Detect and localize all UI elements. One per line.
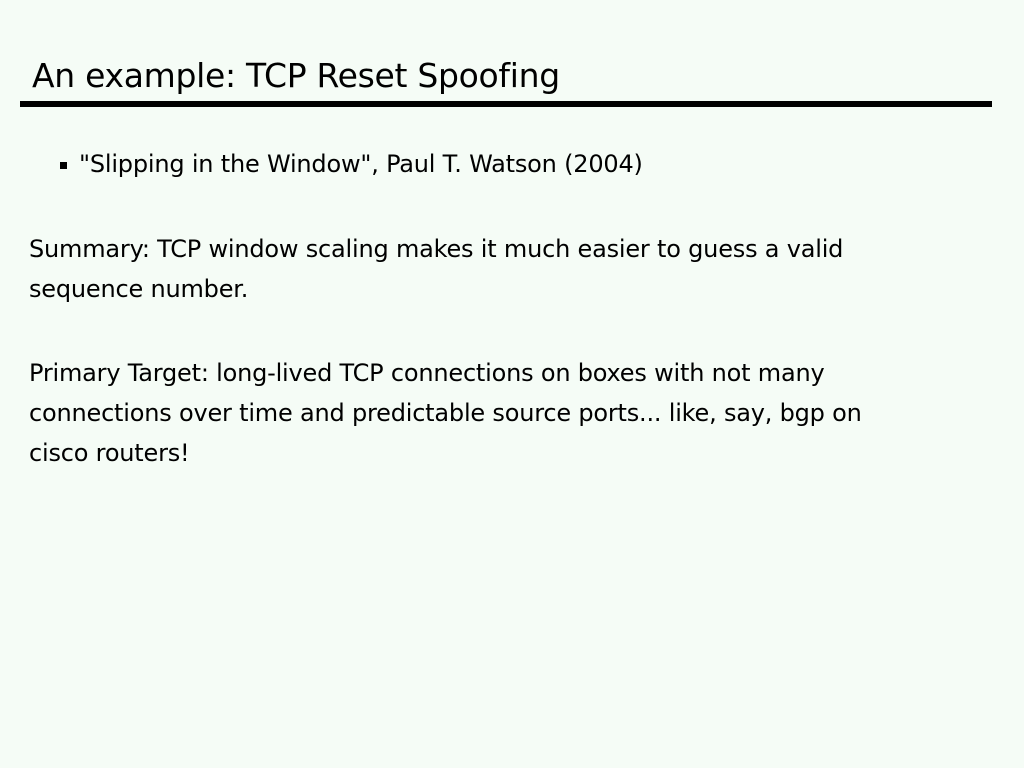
bullet-list: "Slipping in the Window", Paul T. Watson…	[60, 146, 643, 182]
slide-title: An example: TCP Reset Spoofing	[32, 56, 560, 95]
primary-target-paragraph: Primary Target: long-lived TCP connectio…	[29, 353, 989, 473]
bullet-item-reference: "Slipping in the Window", Paul T. Watson…	[60, 146, 643, 182]
bullet-text: "Slipping in the Window", Paul T. Watson…	[79, 150, 643, 178]
summary-paragraph: Summary: TCP window scaling makes it muc…	[29, 229, 989, 309]
square-bullet-icon	[60, 162, 67, 169]
target-line-1: Primary Target: long-lived TCP connectio…	[29, 359, 825, 387]
target-line-2: connections over time and predictable so…	[29, 399, 862, 427]
summary-line-1: Summary: TCP window scaling makes it muc…	[29, 235, 844, 263]
title-underline	[20, 101, 992, 107]
summary-line-2: sequence number.	[29, 275, 249, 303]
target-line-3: cisco routers!	[29, 439, 190, 467]
